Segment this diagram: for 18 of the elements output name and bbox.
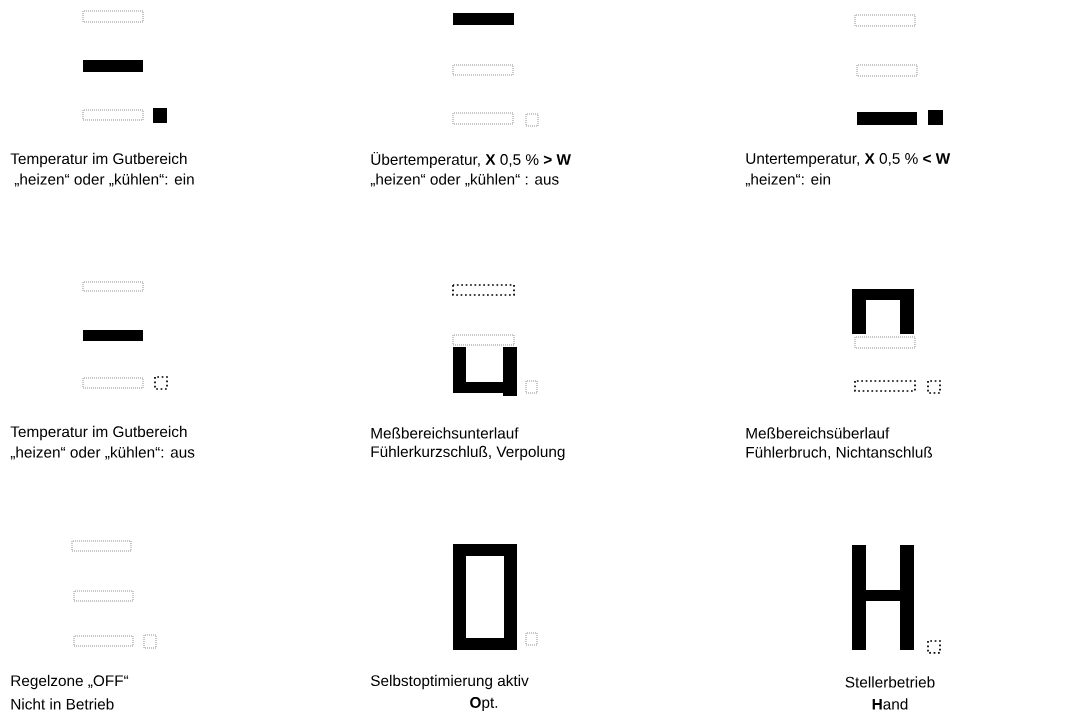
caption-text: Nicht in Betrieb — [11, 698, 114, 710]
caption-text: Hand — [872, 698, 908, 710]
caption-text: Meßbereichsüberlauf — [746, 427, 890, 439]
caption-text: Opt. — [470, 697, 498, 711]
caption-text: Stellerbetrieb — [845, 676, 935, 688]
caption-text: Temperatur im Gutbereich — [10, 152, 187, 168]
caption-text: „heizen“: ein — [745, 173, 831, 187]
caption-text: „heizen“ oder „kühlen“ : aus — [370, 173, 559, 187]
caption-text: Temperatur im Gutbereich — [10, 425, 187, 441]
caption-text: Fühlerbruch, Nichtanschluß — [746, 446, 933, 460]
caption-text: Untertemperatur, X 0,5 % < W — [746, 153, 951, 167]
caption-text: Übertemperatur, X 0,5 % > W — [371, 152, 571, 168]
caption-text: Meßbereichsunterlauf — [371, 427, 519, 439]
caption-text: Regelzone „OFF“ — [11, 674, 129, 690]
caption-text: Selbstoptimierung aktiv — [370, 674, 529, 690]
caption-text: Fühlerkurzschluß, Verpolung — [371, 445, 565, 461]
caption-text: „heizen“ oder „kühlen“: ein — [14, 173, 194, 187]
caption-text: „heizen“ oder „kühlen“: aus — [10, 446, 195, 460]
